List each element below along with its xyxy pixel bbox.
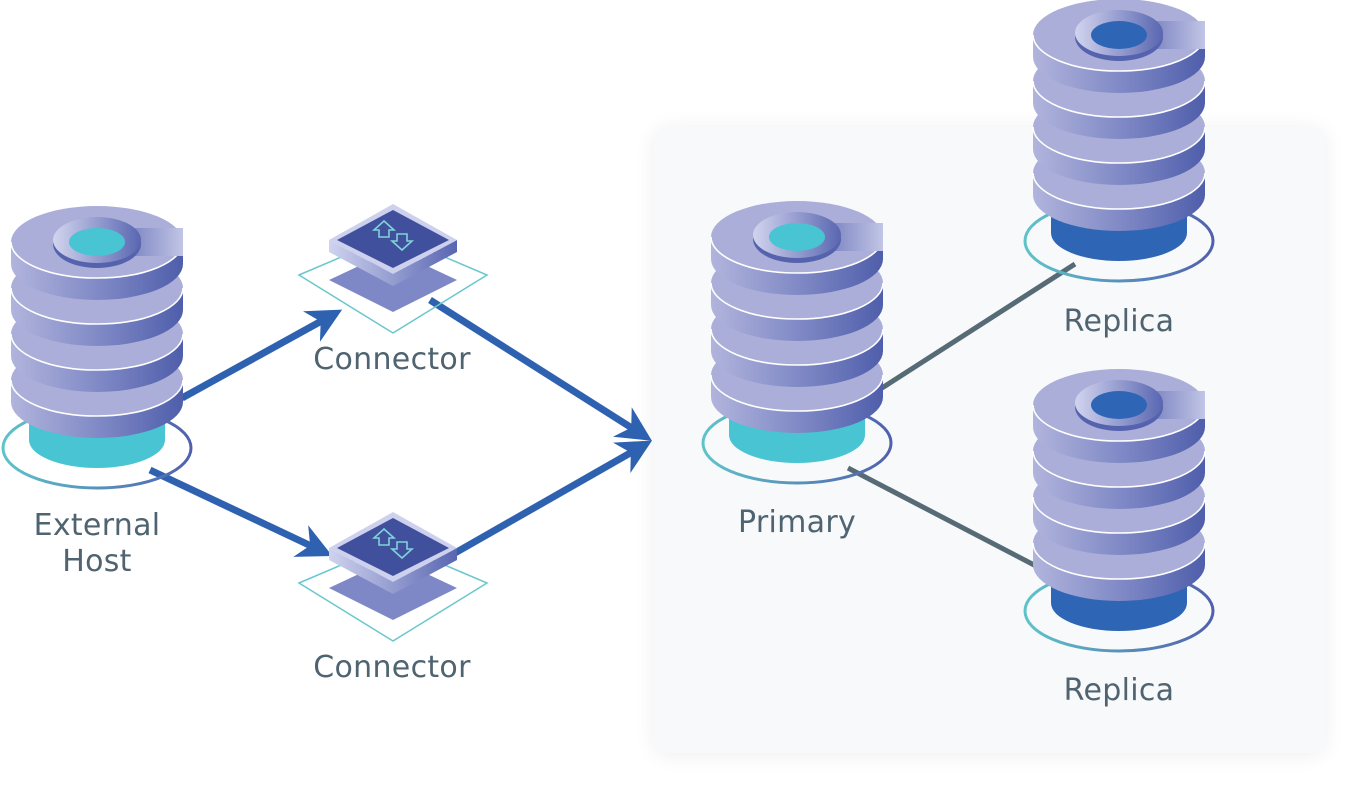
edge-external-to-connector-2	[148, 466, 333, 557]
label-connector-top: Connector	[313, 342, 471, 377]
database-external-host	[1, 206, 193, 490]
label-replica-top: Replica	[1063, 304, 1175, 339]
edge-primary-to-replica-2	[846, 465, 1038, 569]
sync-arrows-icon	[371, 527, 415, 560]
label-connector-bottom: Connector	[313, 650, 471, 685]
label-external-host: External Host	[33, 508, 161, 579]
database-replica-1	[1023, 0, 1215, 283]
database-replica-2	[1023, 369, 1215, 653]
edge-connector-1-to-primary	[428, 297, 652, 441]
connector-connector-1	[297, 204, 489, 334]
edge-connector-2-to-primary	[453, 440, 653, 557]
edge-primary-to-replica-1	[880, 261, 1077, 391]
edges	[148, 261, 1077, 569]
connector-connector-2	[297, 512, 489, 642]
sync-arrows-icon	[371, 219, 415, 252]
label-replica-bottom: Replica	[1063, 673, 1175, 708]
database-primary	[701, 201, 893, 485]
label-primary: Primary	[737, 505, 857, 540]
edge-external-to-connector-1	[180, 309, 343, 402]
